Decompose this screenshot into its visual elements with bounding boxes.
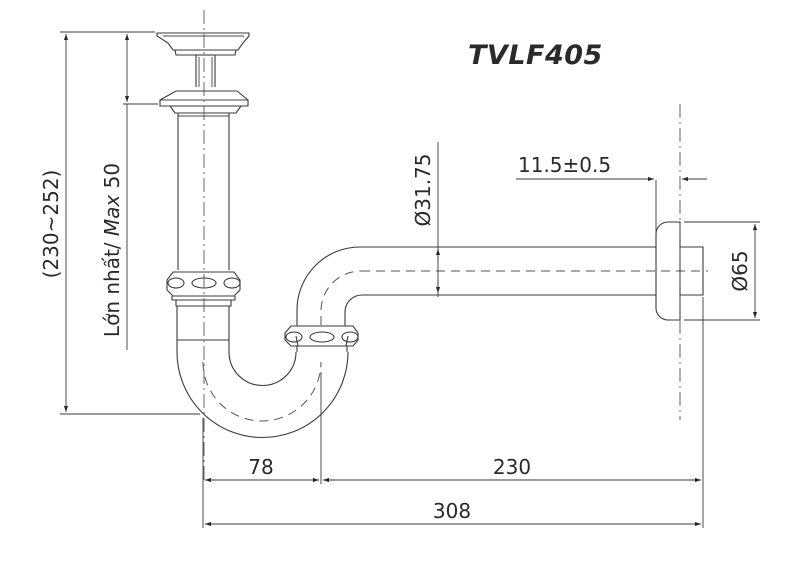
horizontal-run-label: 230	[493, 455, 531, 479]
dim-flange-diameter: Ø65	[684, 221, 760, 321]
dim-max-adjust: Lớn nhất/ Max 50	[100, 34, 158, 350]
tailpiece-pipe	[177, 113, 230, 270]
overall-height-label: (230~252)	[39, 170, 63, 279]
dim-total-length: 308	[205, 499, 701, 527]
wall-flange	[655, 221, 704, 321]
trap-width-label: 78	[248, 455, 273, 479]
max-adjust-label: Lớn nhất/ Max 50	[100, 163, 124, 337]
total-length-label: 308	[433, 499, 471, 523]
pipe-diameter-label: Ø31.75	[411, 154, 435, 227]
flange-offset-label: 11.5±0.5	[518, 153, 611, 177]
trap-inlet-pipe	[176, 306, 230, 341]
slip-nut-left	[166, 271, 241, 307]
flange-diameter-label: Ø65	[728, 250, 752, 291]
slip-nut-right	[284, 325, 359, 352]
trap-u-bend	[176, 340, 349, 438]
model-title: TVLF405	[468, 40, 603, 71]
dim-overall-height: (230~252)	[39, 31, 200, 415]
dim-pipe-diameter: Ø31.75	[411, 142, 441, 297]
drain-stopper	[156, 32, 250, 87]
trap-upper-bend	[296, 246, 440, 326]
dim-flange-offset: 11.5±0.5	[516, 153, 707, 245]
wall-arm-pipe	[361, 246, 708, 296]
dim-horizontal-run: 230	[323, 455, 701, 483]
dim-trap-width: 78	[205, 455, 319, 483]
